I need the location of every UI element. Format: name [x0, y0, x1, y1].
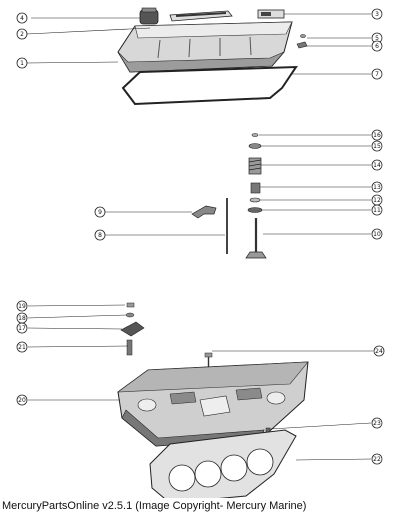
- valve-keeper: [251, 133, 259, 137]
- oil-filler-cap: [139, 7, 159, 25]
- callout-1: 1: [16, 57, 28, 69]
- valve-cover-gasket: [121, 65, 298, 106]
- rocker-ball: [125, 312, 135, 318]
- callout-5: 5: [371, 32, 383, 44]
- callout-label: 8: [98, 232, 102, 239]
- callout-label: 13: [373, 184, 381, 191]
- callout-label: 5: [375, 35, 379, 42]
- callout-label: 14: [373, 162, 381, 169]
- leader-lines-top: [26, 13, 371, 75]
- callout-2: 2: [16, 28, 28, 40]
- valve-spring: [248, 157, 262, 175]
- leader-lines-bottom: [27, 304, 373, 461]
- clip: [296, 41, 308, 49]
- callout-11: 11: [371, 204, 383, 216]
- callout-label: 6: [375, 43, 379, 50]
- leader-lines-mid: [105, 134, 371, 236]
- callout-9: 9: [94, 206, 106, 218]
- valve: [245, 218, 267, 259]
- valve-spring-cap: [248, 143, 262, 149]
- callout-label: 9: [98, 209, 102, 216]
- callout-label: 22: [373, 456, 381, 463]
- callout-12: 12: [371, 194, 383, 206]
- emblem-plate: [169, 10, 233, 22]
- spring-shim: [247, 207, 263, 213]
- callout-24: 24: [373, 345, 385, 357]
- callout-4: 4: [16, 12, 28, 24]
- callout-label: 12: [373, 197, 381, 204]
- callout-label: 21: [18, 344, 26, 351]
- callout-label: 1: [20, 60, 24, 67]
- callout-label: 19: [18, 303, 26, 310]
- valve-cover: [117, 21, 293, 73]
- callout-label: 23: [373, 420, 381, 427]
- callout-19: 19: [16, 300, 28, 312]
- decal: [257, 9, 285, 19]
- head-gasket: [149, 429, 297, 498]
- rocker-ball-nut: [126, 302, 135, 308]
- callout-18: 18: [16, 312, 28, 324]
- callout-13: 13: [371, 181, 383, 193]
- callout-label: 17: [18, 325, 26, 332]
- callout-label: 24: [375, 348, 383, 355]
- callout-20: 20: [16, 394, 28, 406]
- rocker-stud: [126, 339, 133, 356]
- callout-15: 15: [371, 140, 383, 152]
- callout-label: 16: [373, 132, 381, 139]
- callout-label: 15: [373, 143, 381, 150]
- callout-16: 16: [371, 129, 383, 141]
- callout-8: 8: [94, 229, 106, 241]
- rocker-arm: [191, 205, 217, 219]
- callout-3: 3: [371, 8, 383, 20]
- callout-label: 10: [373, 231, 381, 238]
- callout-22: 22: [371, 453, 383, 465]
- callout-17: 17: [16, 322, 28, 334]
- valve-seal: [249, 197, 261, 203]
- damper-spring: [250, 182, 261, 194]
- callout-14: 14: [371, 159, 383, 171]
- callout-label: 3: [375, 11, 379, 18]
- callout-label: 7: [375, 71, 379, 78]
- copyright-caption: MercuryPartsOnline v2.5.1 (Image Copyrig…: [2, 500, 307, 512]
- callout-label: 4: [20, 15, 24, 22]
- callout-6: 6: [371, 40, 383, 52]
- callout-label: 11: [373, 207, 381, 214]
- callout-label: 2: [20, 31, 24, 38]
- callout-label: 18: [18, 315, 26, 322]
- callout-label: 20: [18, 397, 26, 404]
- callout-21: 21: [16, 341, 28, 353]
- callout-10: 10: [371, 228, 383, 240]
- push-rod-guide: [120, 321, 145, 337]
- callout-23: 23: [371, 417, 383, 429]
- callout-7: 7: [371, 68, 383, 80]
- grommet: [300, 34, 306, 38]
